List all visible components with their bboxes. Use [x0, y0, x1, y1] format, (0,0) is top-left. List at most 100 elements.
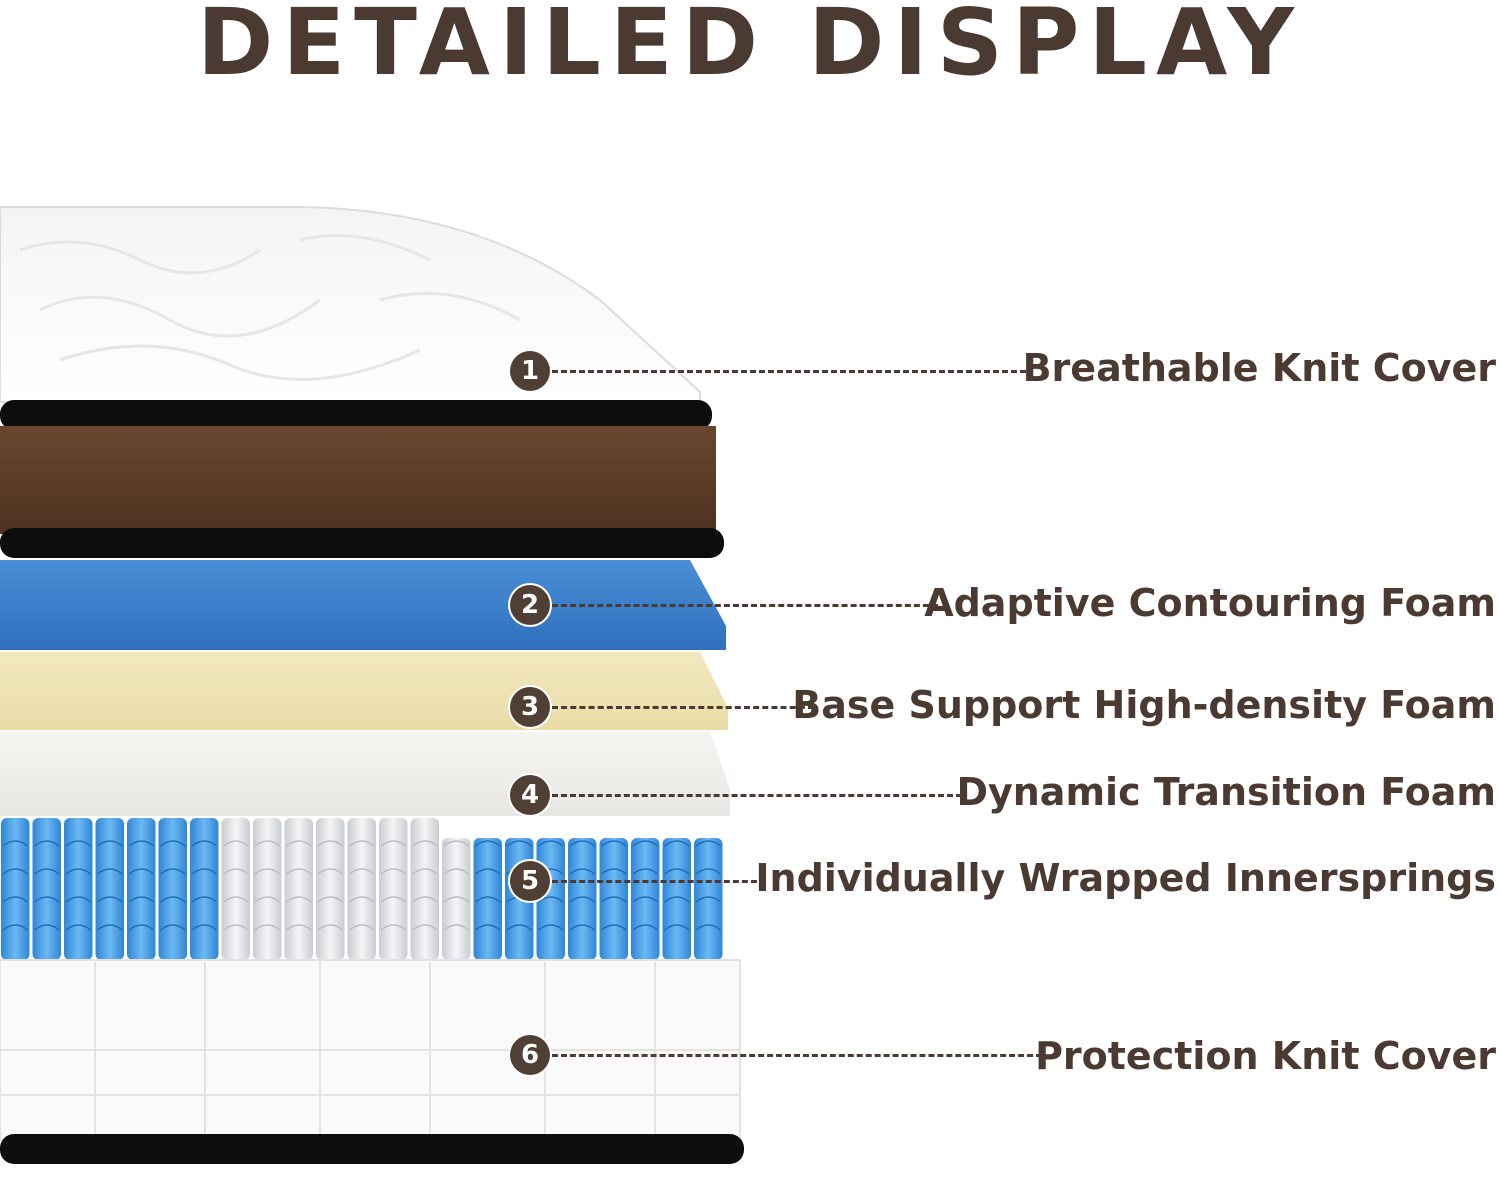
- spring-pocket-seam: [632, 868, 658, 875]
- leader-line-3: [552, 706, 814, 709]
- spring-pocket-seam: [97, 868, 123, 875]
- spring-pocket-seam: [65, 924, 91, 931]
- spring-pocket-seam: [317, 868, 343, 875]
- spring-pocket-blue: [190, 818, 219, 960]
- spring-pocket-seam: [128, 868, 154, 875]
- spring-pocket-seam: [632, 896, 658, 903]
- spring-pocket-seam: [286, 896, 312, 903]
- spring-pocket-seam: [412, 896, 438, 903]
- spring-pocket-seam: [223, 840, 249, 847]
- spring-pocket-seam: [695, 924, 721, 931]
- spring-pocket-seam: [254, 924, 280, 931]
- leader-line-4: [552, 794, 962, 797]
- spring-pocket-seam: [443, 924, 469, 931]
- spring-pocket-seam: [475, 924, 501, 931]
- spring-pocket-white: [253, 818, 282, 960]
- spring-pocket-seam: [160, 868, 186, 875]
- spring-pocket-seam: [349, 868, 375, 875]
- callout-number-2: 2: [510, 585, 550, 625]
- layer-label-1: Breathable Knit Cover: [1022, 346, 1496, 390]
- spring-pocket-seam: [34, 924, 60, 931]
- spring-pocket-white: [316, 818, 345, 960]
- layer-breathable-knit-cover: [0, 206, 724, 558]
- spring-pocket-seam: [349, 924, 375, 931]
- spring-pocket-seam: [475, 840, 501, 847]
- spring-pocket-seam: [286, 868, 312, 875]
- spring-pocket-seam: [412, 868, 438, 875]
- spring-pocket-seam: [569, 924, 595, 931]
- spring-pocket-blue: [1, 818, 30, 960]
- spring-pocket-blue: [158, 818, 187, 960]
- spring-pocket-seam: [632, 924, 658, 931]
- spring-pocket-seam: [286, 840, 312, 847]
- spring-pocket-seam: [191, 924, 217, 931]
- layer-label-2: Adaptive Contouring Foam: [924, 581, 1496, 625]
- spring-pocket-blue: [662, 838, 691, 960]
- page-title: DETAILED DISPLAY: [196, 0, 1304, 96]
- callout-number-6: 6: [510, 1035, 550, 1075]
- spring-pocket-seam: [317, 840, 343, 847]
- spring-pocket-seam: [191, 896, 217, 903]
- spring-pocket-seam: [286, 924, 312, 931]
- spring-pocket-seam: [34, 840, 60, 847]
- spring-pocket-seam: [569, 896, 595, 903]
- spring-pocket-seam: [2, 868, 28, 875]
- spring-pocket-seam: [160, 840, 186, 847]
- spring-pocket-blue: [127, 818, 156, 960]
- spring-pocket-seam: [380, 924, 406, 931]
- spring-pocket-seam: [632, 840, 658, 847]
- spring-pocket-seam: [664, 896, 690, 903]
- layer-label-4: Dynamic Transition Foam: [956, 770, 1496, 814]
- spring-pocket-seam: [223, 868, 249, 875]
- spring-pocket-blue: [95, 818, 124, 960]
- spring-pocket-seam: [475, 868, 501, 875]
- spring-pocket-seam: [601, 924, 627, 931]
- spring-pocket-seam: [506, 840, 532, 847]
- spring-pocket-seam: [34, 896, 60, 903]
- spring-pocket-blue: [64, 818, 93, 960]
- spring-pocket-seam: [412, 924, 438, 931]
- layer-label-6: Protection Knit Cover: [1035, 1034, 1496, 1078]
- spring-pocket-seam: [65, 896, 91, 903]
- spring-pocket-seam: [380, 896, 406, 903]
- spring-pocket-seam: [443, 868, 469, 875]
- spring-pocket-seam: [97, 840, 123, 847]
- spring-pocket-white: [284, 818, 313, 960]
- spring-pocket-seam: [128, 840, 154, 847]
- spring-pocket-seam: [254, 896, 280, 903]
- spring-pocket-white: [347, 818, 376, 960]
- spring-pocket-seam: [506, 924, 532, 931]
- spring-pocket-seam: [569, 868, 595, 875]
- mattress-cutaway-illustration: [0, 206, 744, 1164]
- spring-pocket-seam: [695, 868, 721, 875]
- callout-number-1: 1: [510, 351, 550, 391]
- spring-pocket-seam: [191, 840, 217, 847]
- leader-line-6: [552, 1054, 1042, 1057]
- spring-pocket-seam: [254, 840, 280, 847]
- spring-pocket-seam: [128, 924, 154, 931]
- spring-pocket-blue: [694, 838, 723, 960]
- spring-pocket-seam: [97, 924, 123, 931]
- spring-pocket-seam: [380, 840, 406, 847]
- spring-pocket-seam: [34, 868, 60, 875]
- spring-pocket-seam: [223, 924, 249, 931]
- spring-pocket-seam: [2, 896, 28, 903]
- spring-pocket-seam: [538, 896, 564, 903]
- spring-pocket-seam: [349, 840, 375, 847]
- callout-number-5: 5: [510, 861, 550, 901]
- spring-pocket-blue: [536, 838, 565, 960]
- spring-pocket-seam: [601, 896, 627, 903]
- spring-pocket-white: [379, 818, 408, 960]
- spring-pocket-seam: [380, 868, 406, 875]
- spring-pocket-seam: [443, 840, 469, 847]
- spring-pocket-blue: [32, 818, 61, 960]
- spring-pocket-seam: [317, 896, 343, 903]
- callout-number-4: 4: [510, 775, 550, 815]
- spring-pocket-seam: [65, 868, 91, 875]
- spring-pocket-seam: [2, 840, 28, 847]
- spring-pocket-blue: [473, 838, 502, 960]
- spring-pocket-seam: [569, 840, 595, 847]
- spring-pocket-seam: [695, 840, 721, 847]
- layer-label-5: Individually Wrapped Innersprings: [755, 856, 1496, 900]
- spring-pocket-seam: [349, 896, 375, 903]
